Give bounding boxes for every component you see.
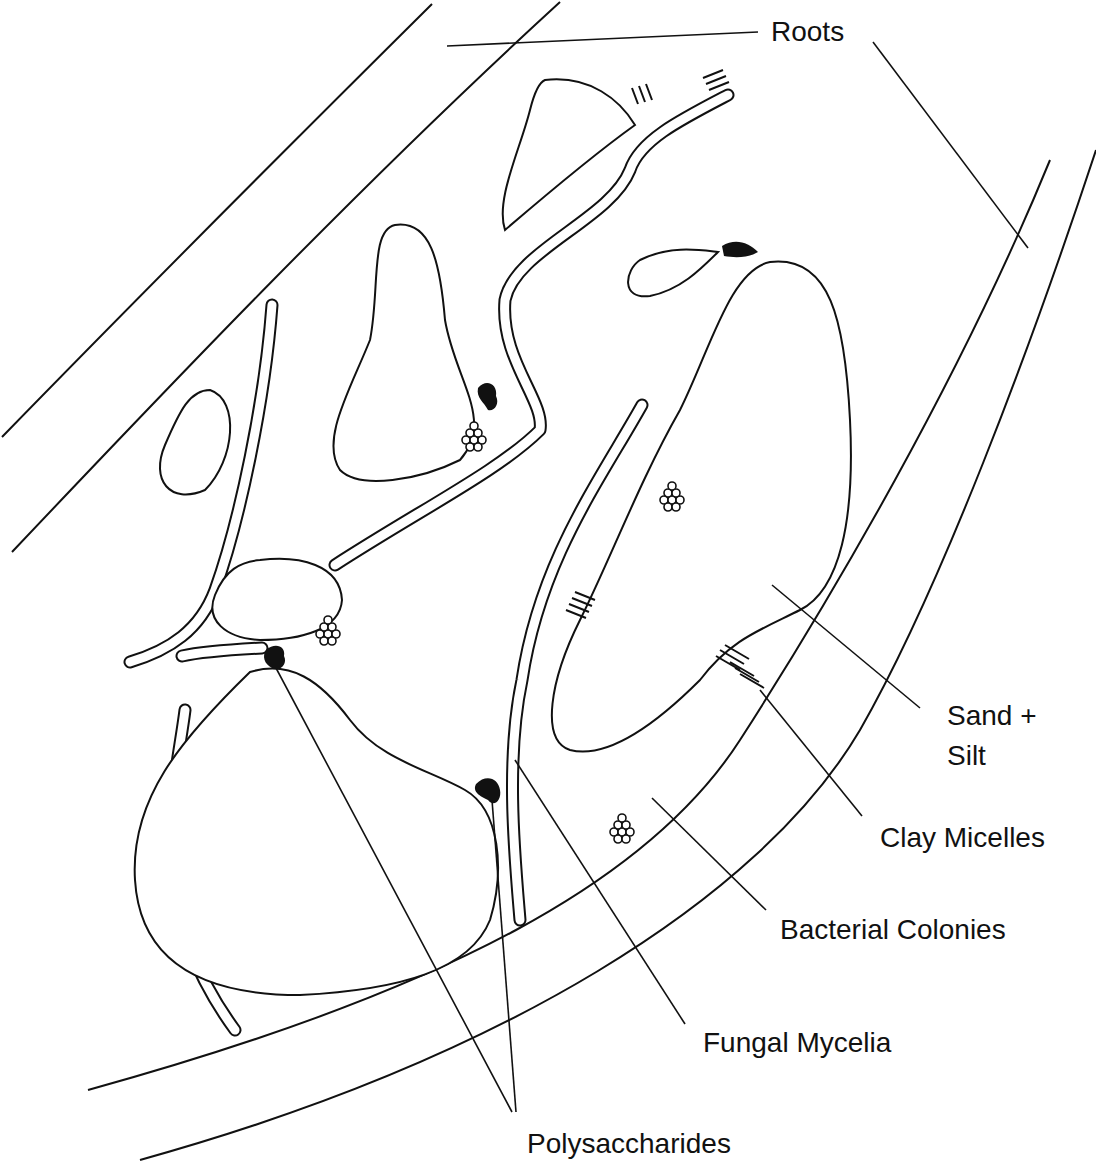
callout-label: Bacterial Colonies	[778, 910, 1008, 950]
callout-label: Sand + Silt	[945, 696, 1074, 776]
bacterial-colonies	[316, 422, 684, 843]
callout-label: Clay Micelles	[878, 818, 1047, 858]
callout-label: Polysaccharides	[525, 1124, 733, 1164]
clay-micelles	[566, 70, 764, 688]
leader-line	[276, 32, 1028, 1112]
sand-silt-particle	[135, 79, 851, 995]
root	[2, 2, 560, 552]
callout-label: Fungal Mycelia	[701, 1023, 893, 1063]
polysaccharides	[264, 242, 758, 804]
root	[88, 150, 1096, 1160]
callout-label: Roots	[769, 12, 846, 52]
